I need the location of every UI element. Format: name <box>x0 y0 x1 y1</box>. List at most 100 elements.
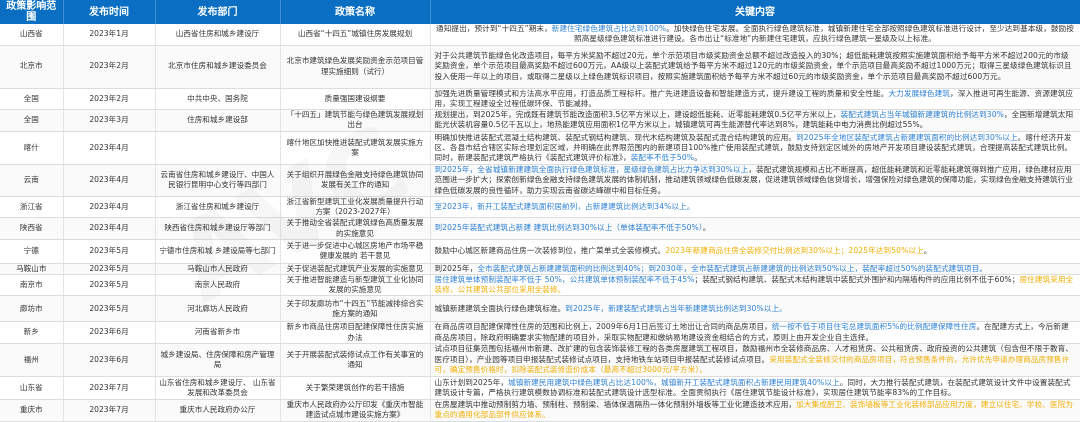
cell-key-content: 城镇新建建筑全面执行绿色建筑标准。到2025年，新建装配式建筑占当年新建建筑比例… <box>430 295 1080 323</box>
cell-scope: 廊坊市 <box>0 295 64 323</box>
cell-name: 喀什地区加快推进装配式建筑发展实施方案 <box>280 131 431 165</box>
cell-dept: 重庆市人民政府办公厅 <box>155 399 281 422</box>
cell-date: 2023年1月 <box>63 24 156 46</box>
cell-date: 2023年7月 <box>63 376 156 400</box>
content-text: 到2025年， <box>434 263 478 273</box>
cell-scope: 喀什 <box>0 131 64 165</box>
cell-date: 2023年2月 <box>63 88 156 110</box>
content-highlight: 至2023年，新开工装配式建筑面积居前列，占新建建筑比例达到34%以上。 <box>434 202 695 211</box>
content-highlight: 城镇新建民用建筑中绿色建筑占比达100%，城镇新开工装配式建筑面积占新建民用建筑… <box>508 377 840 387</box>
content-text: ；装配式钢结构建筑、装配式木结构建筑中装配式外围护和内隔墙构件的应用比例不低于6… <box>694 274 1020 284</box>
content-highlight: 到2025年全地区装配式建筑占新建建筑面积的比例达到30%以上 <box>796 132 1018 142</box>
content-highlight: 居住建筑采用全装修，公共建筑公共部位采用全装修。 <box>434 274 1074 295</box>
cell-key-content: 到2025年，全省城镇新建建筑全面执行绿色建筑标准，星级绿色建筑占比力争达到30… <box>430 164 1080 197</box>
cell-name: 新乡市商品住房项目配建保障性住房实施办法 <box>280 321 431 344</box>
content-highlight: 居住建筑单体预制装配率不低于 50%，公共建筑单体预制装配率不低于45% <box>434 274 695 284</box>
cell-name: 质量强国建设纲要 <box>280 88 431 110</box>
content-text: 。在配建方式上，今后新建商品房项目，除政府明确要求实物配建的项目外，采取实物配建… <box>434 322 1069 342</box>
cell-scope: 新乡 <box>0 321 64 344</box>
content-text: ，全国新增建筑太阳能光伏装机容量0.5亿千瓦以上，地热能建筑应用面积1亿平方米以… <box>434 110 1074 130</box>
header-key-content: 关键内容 <box>430 0 1080 24</box>
cell-scope: 山西省 <box>0 24 64 46</box>
table-header: 政策影响范围 发布时间 发布部门 政策名称 关键内容 <box>0 0 1080 24</box>
cell-date: 2023年3月 <box>63 109 156 132</box>
content-highlight: 新建住宅绿色建筑占比达到100% <box>551 24 667 34</box>
content-highlight: 到2025年，新建装配式建筑占当年新建建筑比例达到30%以上。 <box>565 303 787 313</box>
cell-scope: 福州 <box>0 343 64 377</box>
cell-scope: 北京市 <box>0 45 64 89</box>
content-highlight: 加大集成厨卫、装饰墙板等工业化装修部品应用力度，建立以住宅、学校、医院为重点的通… <box>434 400 1074 420</box>
cell-scope: 浙江省 <box>0 196 64 219</box>
content-text: 。 <box>923 246 932 256</box>
cell-name: 关于促进装配式建筑产业发展的实施意见 <box>280 263 431 275</box>
cell-name: 关于推动全省装配式建筑绿色高质量发展的实施意见 <box>280 217 431 240</box>
cell-date: 2023年5月 <box>63 274 156 297</box>
content-text: ，深入推进可再生能源、资源建筑应用，实现工程建设全过程低碳环保、节能减排。 <box>434 88 1074 108</box>
content-highlight: 全市装配式建筑占新建建筑面积的比例达到40%；到2030年，全市装配式建筑占新建… <box>477 263 988 273</box>
content-text: 城镇新建建筑全面执行绿色建筑标准。 <box>434 303 566 313</box>
content-text: 明确加快推进装配式混凝土结构建筑、装配式钢结构建筑、现代木结构建筑及装配式混合结… <box>434 132 797 142</box>
cell-dept: 浙江省住房和城乡建设厅 <box>155 196 281 219</box>
cell-dept: 云南省住房和城乡建设厅、中国人民银行昆明中心支行等四部门 <box>155 164 281 197</box>
cell-name: 关于印发廊坊市“十四五”节能减排综合实施方案的通知 <box>280 295 431 323</box>
cell-date: 2023年6月 <box>63 321 156 344</box>
cell-key-content: 明确加快推进装配式混凝土结构建筑、装配式钢结构建筑、现代木结构建筑及装配式混合结… <box>430 131 1080 165</box>
cell-key-content: 加强先进质量管理模式和方法高水平应用，打造品质工程标杆。推广先进建造设备和智能建… <box>430 88 1080 110</box>
content-text: 在房屋建筑中推动预制剪力墙、预制柱、预制梁、墙体保温隔热一体化预制外墙板等工业化… <box>434 400 797 410</box>
content-highlight: 到2025年，全省城镇新建建筑全面执行绿色建筑标准，星级绿色建筑占比力争达到30… <box>434 165 749 175</box>
content-text: 。 <box>702 223 711 233</box>
cell-dept: 北京市住房和城乡建设委员会 <box>155 45 281 89</box>
cell-scope: 宁德 <box>0 239 64 264</box>
cell-key-content: 鼓励中心城区新建商品住房一次装修到位，推广菜单式全装修模式。2023年新建商品住… <box>430 239 1080 264</box>
header-department: 发布部门 <box>155 0 281 24</box>
cell-scope: 山东省 <box>0 376 64 400</box>
cell-dept: 宁德市住房和城 乡建设局等七部门 <box>155 239 281 264</box>
header-date: 发布时间 <box>63 0 156 24</box>
cell-date: 2023年7月 <box>63 399 156 422</box>
cell-dept: 中共中央、国务院 <box>155 88 281 110</box>
header-policy-name: 政策名称 <box>280 0 431 24</box>
cell-name: 关于进一步促进中心城区房地产市场平稳健康发展的 若干意见 <box>280 239 431 264</box>
cell-date: 2023年5月 <box>63 239 156 264</box>
cell-key-content: 通知提出，预计到“十四五”期末，新建住宅绿色建筑占比达到100%。加快绿色住宅发… <box>430 24 1080 46</box>
content-highlight: 统一按不低于项目住宅总建筑面积5%的比例配建保障性住房 <box>771 322 977 332</box>
cell-scope: 陕西省 <box>0 217 64 240</box>
content-text: 试点项目征集范围包括福州市新建、改扩建的包含装饰装修工程的各类房屋建筑工程项目，… <box>434 344 1074 364</box>
cell-key-content: 在商品房项目配建保障性住房的范围和比例上，2009年6月1日后签订土地出让合同的… <box>430 321 1080 344</box>
cell-key-content: 山东计划到2025年，城镇新建民用建筑中绿色建筑占比达100%，城镇新开工装配式… <box>430 376 1080 400</box>
cell-dept: 住房和城乡建设部 <box>155 109 281 132</box>
cell-dept: 马鞍山市人民政府 <box>155 263 281 275</box>
cell-dept <box>155 131 281 165</box>
content-text: 加强先进质量管理模式和方法高水平应用，打造品质工程标杆。推广先进建造设备和智能建… <box>434 88 889 98</box>
cell-name: 重庆市人民政府办公厅印发《重庆市智能建造试点城市建设实施方案》 <box>280 399 431 422</box>
content-highlight: 装配式建筑占当年城镇新建建筑的比例达到30% <box>840 110 1004 120</box>
cell-name: 北京市建筑绿色发展奖励资金示范项目管理实施细则（试行） <box>280 45 431 89</box>
cell-key-content: 试点项目征集范围包括福州市新建、改扩建的包含装饰装修工程的各类房屋建筑工程项目，… <box>430 343 1080 377</box>
cell-date: 2023年4月 <box>63 217 156 240</box>
content-text: 在商品房项目配建保障性住房的范围和比例上，2009年6月1日后签订土地出让合同的… <box>434 322 772 332</box>
cell-scope: 重庆市 <box>0 399 64 422</box>
cell-dept: 山西省住房和城乡建设厅 <box>155 24 281 46</box>
content-text: 通知提出，预计到“十四五”期末， <box>436 24 552 34</box>
content-text: 山东计划到2025年， <box>434 377 509 387</box>
cell-dept: 陕西省住房和城乡建设厅等部门 <box>155 217 281 240</box>
cell-dept: 城乡建设局、住房保障和房产管理局 <box>155 343 281 377</box>
cell-date: 2023年4月 <box>63 196 156 219</box>
content-text: 。同时，大力推行装配式建筑，在装配式建筑设计文件中设置装配式建筑设计专篇，严格执… <box>434 377 1071 397</box>
cell-key-content: 规划提出，到2025年，完成既有建筑节能改造面积3.5亿平方米以上，建设超低能耗… <box>430 109 1080 132</box>
cell-key-content: 居住建筑单体预制装配率不低于 50%，公共建筑单体预制装配率不低于45%；装配式… <box>430 274 1080 297</box>
content-text: 对于公共建筑节能绿色化改造项目，每平方米奖励不超过20元，单个示范项目市级奖励资… <box>434 51 1072 81</box>
content-highlight: 装配率不低于50% <box>630 153 695 162</box>
